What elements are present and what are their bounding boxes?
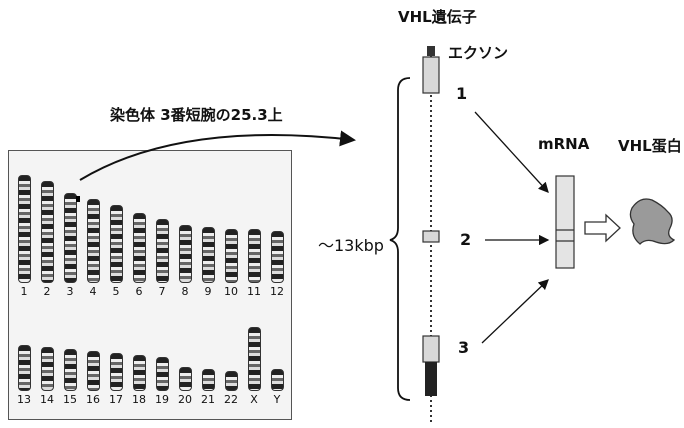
- exon-2-box: [423, 231, 439, 242]
- protein-blob: [630, 199, 674, 244]
- protein-label: VHL蛋白: [618, 135, 682, 156]
- locus-arrow: [80, 135, 354, 180]
- exon-1-box: [423, 57, 439, 93]
- exon-num-1: 1: [456, 84, 467, 103]
- mrna-label: mRNA: [538, 135, 589, 153]
- exon-num-3: 3: [458, 338, 469, 357]
- exon-label: エクソン: [448, 42, 508, 63]
- gene-cap: [427, 46, 435, 56]
- mrna-bar: [556, 176, 574, 268]
- size-label: ～13kbp: [318, 232, 384, 256]
- translation-arrow: [585, 215, 620, 241]
- size-brace: [390, 78, 410, 400]
- arrow-exon3: [482, 280, 548, 343]
- gene-title: VHL遺伝子: [398, 6, 477, 27]
- exon-num-2: 2: [460, 230, 471, 249]
- exon-3-box: [423, 336, 439, 362]
- exon-3-tail: [425, 362, 437, 396]
- locus-label: 染色体 3番短腕の25.3上: [110, 104, 283, 125]
